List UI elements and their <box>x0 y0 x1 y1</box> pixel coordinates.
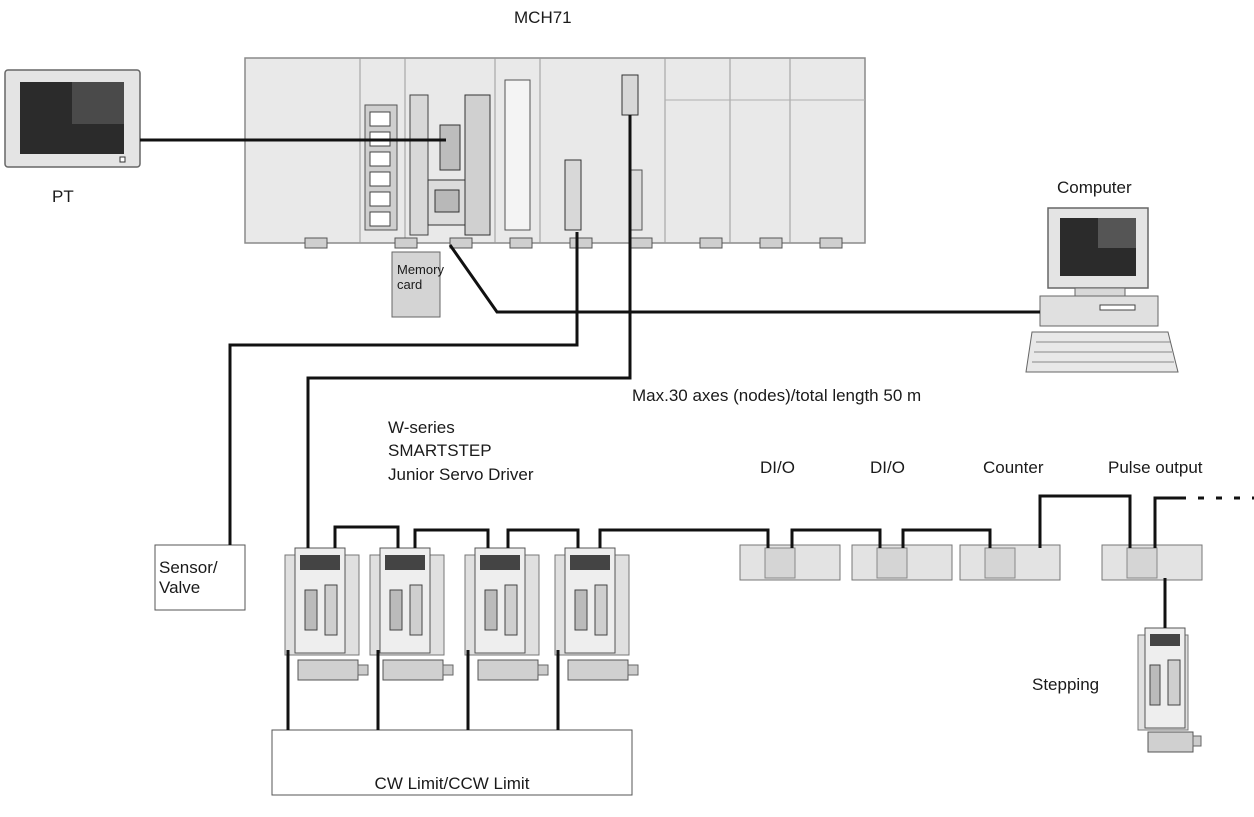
stepping-driver <box>1137 627 1202 753</box>
memory-card-label: Memory card <box>397 262 444 292</box>
limit-box <box>271 729 633 796</box>
pulse-output-module <box>1101 544 1203 581</box>
plc-rack <box>244 57 866 249</box>
dio1-label: DI/O <box>760 458 795 477</box>
stepping-label: Stepping <box>1032 675 1100 694</box>
servo-label-line3: Junior Servo Driver <box>388 465 534 484</box>
limit-box-label: CW Limit/CCW Limit <box>374 774 530 793</box>
wires <box>140 115 1167 730</box>
continuation-wire <box>1153 496 1254 548</box>
servo-driver-2 <box>369 547 454 681</box>
servo-label-line1: W-series <box>388 418 455 437</box>
network-info-label: Max.30 axes (nodes)/total length 50 m <box>632 386 922 405</box>
servo-driver-1 <box>284 547 369 681</box>
servo-label-line2: SMARTSTEP <box>388 441 492 460</box>
dio-module-1 <box>739 544 841 581</box>
pulse-output-label: Pulse output <box>1108 458 1203 477</box>
pt-display <box>4 69 141 168</box>
dio2-label: DI/O <box>870 458 905 477</box>
computer <box>1025 207 1179 373</box>
servo-driver-4 <box>554 547 639 681</box>
sensor-valve-box <box>154 544 246 611</box>
pt-label: PT <box>52 187 74 206</box>
servo-driver-3 <box>464 547 549 681</box>
dio-module-2 <box>851 544 953 581</box>
controller-label: MCH71 <box>514 8 572 27</box>
counter-label: Counter <box>983 458 1044 477</box>
computer-label: Computer <box>1057 178 1132 197</box>
counter-module <box>959 544 1061 581</box>
sensor-valve-label: Sensor/ Valve <box>159 558 218 597</box>
memory-card <box>391 251 441 318</box>
